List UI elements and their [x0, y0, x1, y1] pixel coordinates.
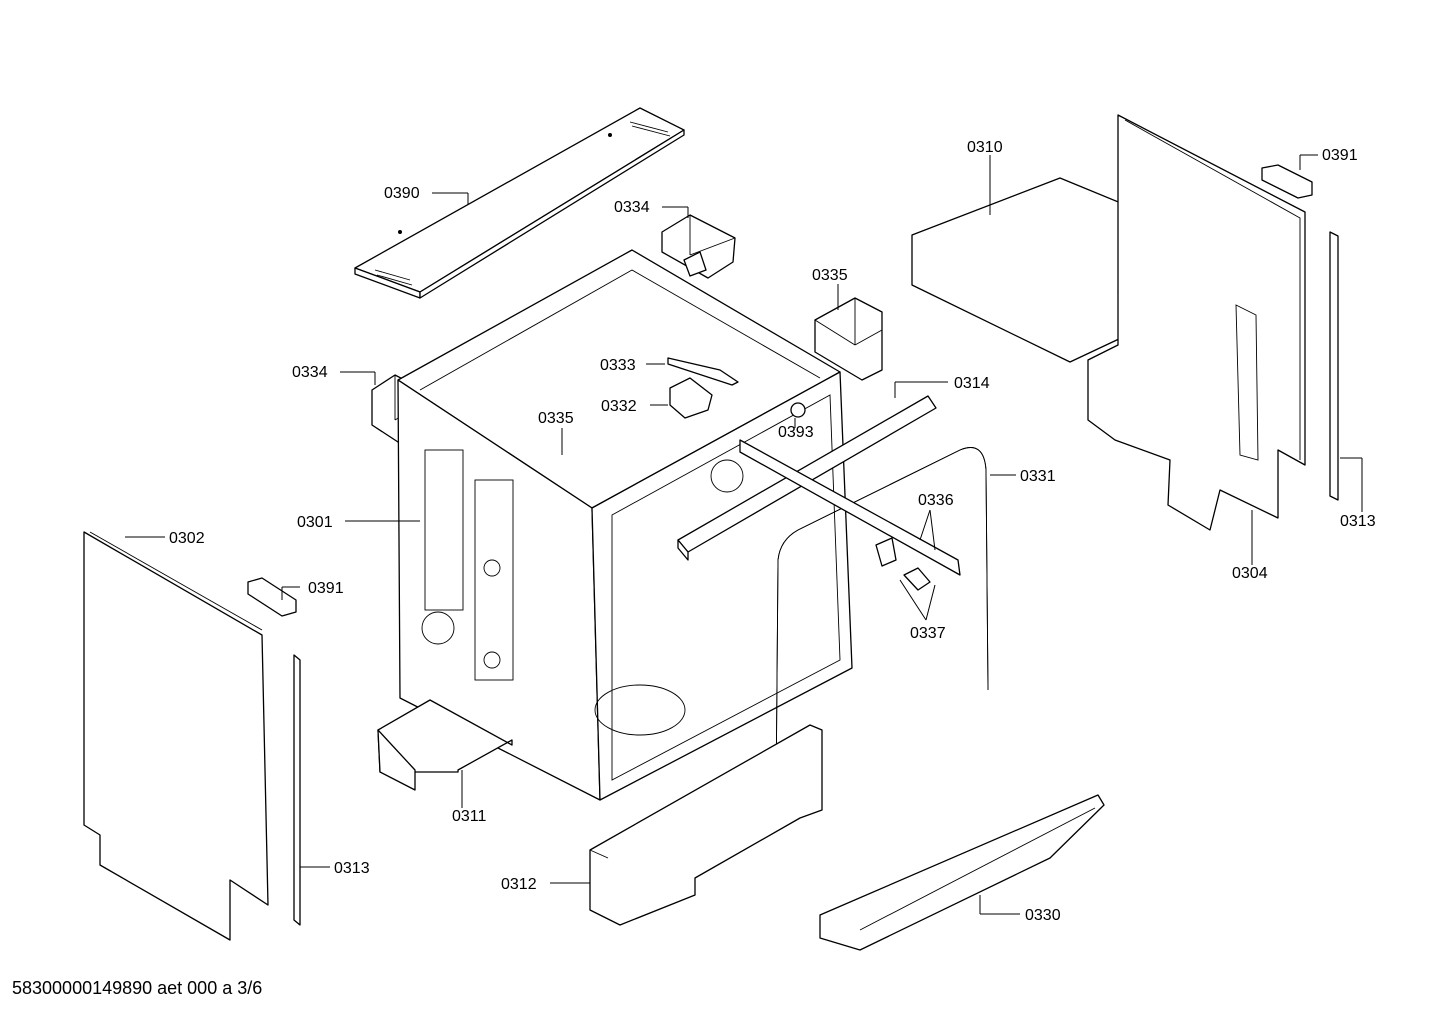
part-0332-hinge [669, 377, 713, 419]
label-0337: 0337 [910, 625, 946, 642]
label-0334-left: 0334 [292, 364, 328, 381]
part-0336-slide-rail [739, 439, 961, 591]
part-0312-insulation [589, 724, 823, 926]
label-0335-right: 0335 [812, 267, 848, 284]
label-0391-right: 0391 [1322, 147, 1358, 164]
label-0301: 0301 [297, 514, 333, 531]
part-0313-right-trim [1329, 231, 1339, 501]
label-0311: 0311 [452, 808, 487, 825]
part-0301-main-tub [397, 249, 853, 801]
part-0335-right-bracket [814, 297, 883, 381]
label-0313-left: 0313 [334, 860, 370, 877]
label-0310: 0310 [967, 139, 1003, 156]
label-0312: 0312 [501, 876, 537, 893]
label-0313-right: 0313 [1340, 513, 1376, 530]
part-0330-bottom-rail [819, 794, 1105, 951]
label-0333: 0333 [600, 357, 636, 374]
part-0391-right-bracket [1261, 164, 1313, 199]
label-0304: 0304 [1232, 565, 1268, 582]
part-0302-side-panel [83, 531, 269, 941]
label-0331: 0331 [1020, 468, 1056, 485]
document-id: 58300000149890 aet 000 a 3/6 [12, 978, 263, 998]
part-0314-rail [677, 395, 937, 561]
part-0304-side-panel [1087, 114, 1306, 531]
label-0390: 0390 [384, 185, 420, 202]
part-0334-upper-bracket [661, 214, 736, 279]
leader-lines [125, 154, 1363, 915]
part-0313-left-trim [293, 654, 301, 926]
part-0331-seal [775, 447, 989, 801]
part-0333-latch [667, 357, 739, 386]
label-0334-upper: 0334 [614, 199, 650, 216]
part-0391-left-bracket [247, 577, 297, 617]
label-0336: 0336 [918, 492, 954, 509]
part-0390-top-plate [354, 107, 685, 299]
label-0314: 0314 [954, 375, 990, 392]
part-0311-base-block [377, 699, 513, 791]
label-0302: 0302 [169, 530, 205, 547]
label-0330: 0330 [1025, 907, 1061, 924]
label-0393: 0393 [778, 424, 814, 441]
label-0332: 0332 [601, 398, 637, 415]
label-0335-lower: 0335 [538, 410, 574, 427]
label-0391-left: 0391 [308, 580, 344, 597]
